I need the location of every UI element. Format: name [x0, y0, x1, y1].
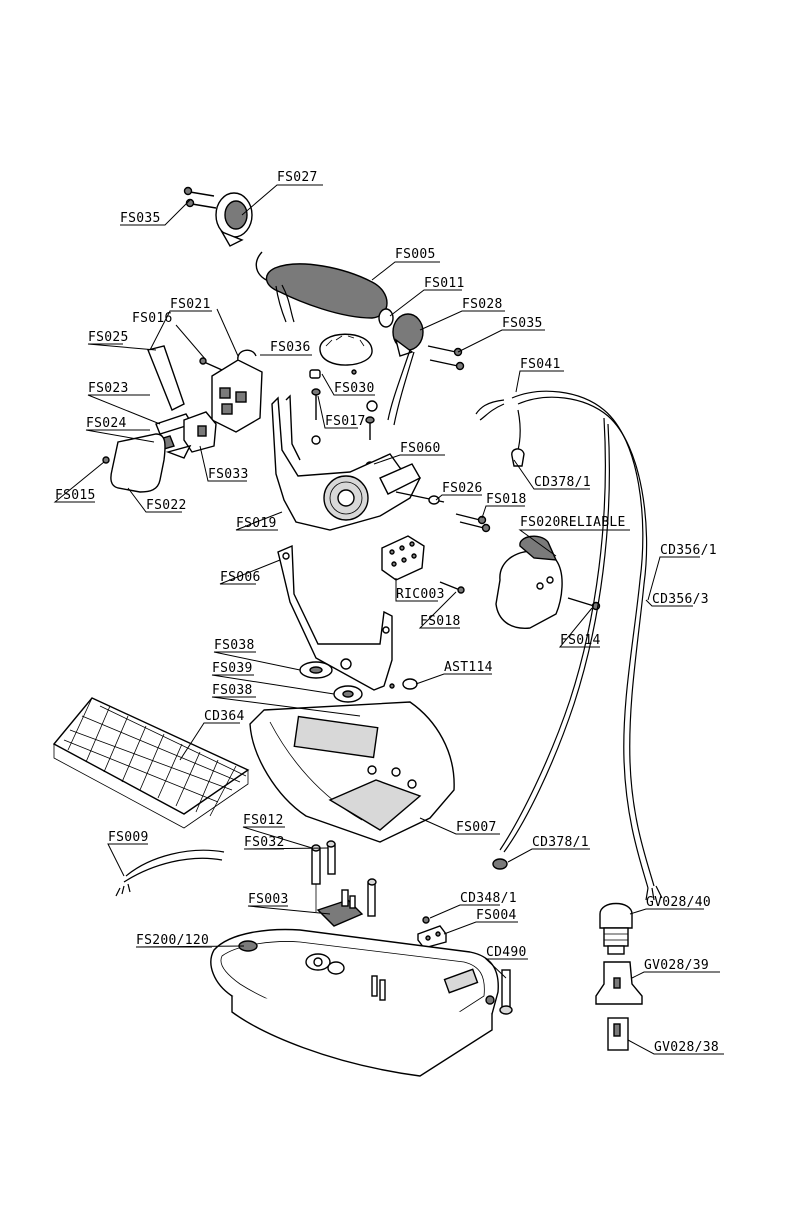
label-fs009: FS009: [108, 830, 149, 845]
label-cd348-1: CD348/1: [460, 891, 517, 906]
label-cd490: CD490: [486, 945, 527, 960]
label-gv028-39: GV028/39: [644, 958, 709, 973]
label-fs004: FS004: [476, 908, 517, 923]
label-fs018-mid: FS018: [420, 614, 461, 629]
soleplate-fs200-120: [210, 928, 499, 1077]
label-fs032: FS032: [244, 835, 285, 850]
cover-plate-fs022: [110, 433, 166, 493]
label-fs016: FS016: [132, 311, 173, 326]
block-fs033: [183, 411, 217, 453]
strain-reliefs-cd378-1: [492, 448, 525, 870]
label-fs028: FS028: [462, 297, 503, 312]
switch-housing-fs021: [211, 349, 263, 433]
label-fs021: FS021: [170, 297, 211, 312]
connector-cd490: [485, 969, 513, 1015]
label-fs017: FS017: [325, 414, 366, 429]
label-ast114: AST114: [444, 660, 493, 675]
label-fs019: FS019: [236, 516, 277, 531]
strip-fs025: [147, 345, 185, 411]
terminal-block-ric003: [381, 535, 425, 581]
label-ric003: RIC003: [396, 587, 445, 602]
label-fs027: FS027: [277, 170, 318, 185]
screws-fs018-top: [455, 513, 491, 533]
dial-knob-fs036: [319, 333, 373, 366]
thermostat-fs003: [316, 889, 364, 927]
rear-cover-fs020: [495, 535, 563, 629]
screw-fs016: [199, 357, 223, 371]
label-gv028-38: GV028/38: [654, 1040, 719, 1055]
label-fs039: FS039: [212, 661, 253, 676]
frame-fs019: [271, 394, 421, 531]
label-fs025: FS025: [88, 330, 129, 345]
label-fs033: FS033: [208, 467, 249, 482]
label-fs041: FS041: [520, 357, 561, 372]
handle-fs005: [255, 251, 388, 323]
label-cd378-1-top: CD378/1: [534, 475, 591, 490]
ring-fs011: [378, 308, 394, 328]
label-cd356-3: CD356/3: [652, 592, 709, 607]
leader-lines: [53, 184, 724, 1055]
label-fs026: FS026: [442, 481, 483, 496]
label-fs018-top: FS018: [486, 492, 527, 507]
label-fs035-top: FS035: [120, 211, 161, 226]
label-fs022: FS022: [146, 498, 187, 513]
wire-harness-fs009: [115, 849, 225, 897]
cover-body-fs007: [249, 701, 455, 843]
label-fs011: FS011: [424, 276, 465, 291]
label-fs030: FS030: [334, 381, 375, 396]
label-cd378-1-bottom: CD378/1: [532, 835, 589, 850]
label-fs015: FS015: [55, 488, 96, 503]
clip-fs004: [417, 916, 447, 949]
rear-cap-fs027: [215, 192, 253, 247]
label-fs023: FS023: [88, 381, 129, 396]
label-fs200-120: FS200/120: [136, 933, 209, 948]
parts-fs030: [309, 369, 378, 412]
plug-gv028: [595, 902, 643, 1051]
label-fs014: FS014: [560, 633, 601, 648]
label-fs005: FS005: [395, 247, 436, 262]
label-gv028-40: GV028/40: [646, 895, 711, 910]
cord-cd378-1: [499, 417, 610, 853]
pin-fs026: [395, 491, 445, 505]
cable-cd356: [475, 390, 663, 901]
label-fs012: FS012: [243, 813, 284, 828]
screw-fs015: [102, 456, 110, 464]
label-fs024: FS024: [86, 416, 127, 431]
label-fs035-right: FS035: [502, 316, 543, 331]
label-fs020reliable: FS020RELIABLE: [520, 515, 626, 530]
screw-fs035-right: [427, 345, 465, 371]
label-fs060: FS060: [400, 441, 441, 456]
label-fs036: FS036: [270, 340, 311, 355]
label-fs038-top: FS038: [214, 638, 255, 653]
label-fs007: FS007: [456, 820, 497, 835]
screws-fs017: [311, 388, 375, 471]
bracket-fs006: [277, 544, 393, 691]
label-fs006: FS006: [220, 570, 261, 585]
screw-fs018-mid: [439, 581, 465, 594]
front-cap-fs028: [387, 313, 424, 426]
label-cd364: CD364: [204, 709, 245, 724]
label-cd356-1: CD356/1: [660, 543, 717, 558]
grid-tray-cd364: [52, 697, 250, 829]
label-fs003: FS003: [248, 892, 289, 907]
screw-fs035-top: [183, 186, 217, 209]
label-fs038-mid: FS038: [212, 683, 253, 698]
